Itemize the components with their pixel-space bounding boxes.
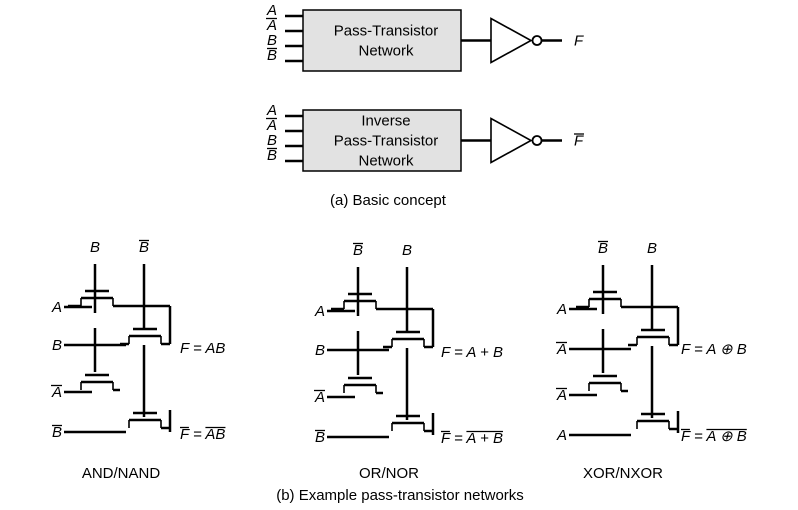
- transistor-3: [588, 374, 622, 391]
- network-label-line: Pass-Transistor: [334, 23, 438, 40]
- rail-label: B: [139, 239, 149, 256]
- output-f-label: F = AB: [180, 340, 225, 357]
- gate-b-bottom-label: B: [315, 429, 325, 446]
- gate-a-bottom-label: A: [556, 387, 567, 404]
- transistor-2: [391, 330, 425, 347]
- rail-label: B: [598, 240, 608, 257]
- transistor-3: [80, 373, 114, 390]
- network-input-label: A: [266, 2, 277, 19]
- rail-label: B: [353, 242, 363, 259]
- inverse-label-line: Inverse: [361, 113, 410, 130]
- output-fbar-label: F = A + B: [441, 430, 503, 447]
- transistor-4: [636, 412, 670, 429]
- network-input-label: B: [267, 47, 277, 64]
- gate-b-bottom-label: B: [52, 424, 62, 441]
- network-box: [302, 9, 462, 72]
- network-title: XOR/NXOR: [583, 465, 663, 482]
- transistor-1: [80, 289, 114, 306]
- rail-label: B: [647, 240, 657, 257]
- gate-b-bottom-label: A: [556, 427, 567, 444]
- network-output-label: F: [574, 33, 584, 50]
- inverse-output-label: F: [574, 133, 584, 150]
- transistor-2: [636, 328, 670, 345]
- transistor-4: [128, 411, 162, 428]
- network-input-label: A: [266, 17, 277, 34]
- output-f-label: F = A ⊕ B: [681, 341, 747, 358]
- transistor-2: [128, 327, 162, 344]
- gate-b-top-label: B: [315, 342, 325, 359]
- network-title: OR/NOR: [359, 465, 419, 482]
- inverse-input-label: A: [266, 102, 277, 119]
- inverse-input-label: A: [266, 117, 277, 134]
- output-fbar-label: F = AB: [180, 426, 225, 443]
- example-networks: B B A B A B F = AB F = AB AND/NAND B B A B A B F = A + …: [51, 239, 747, 482]
- network-2: B B A B A B F = A + B F = A + B OR/NOR: [314, 242, 503, 482]
- network-1: B B A B A B F = AB F = AB AND/NAND: [51, 239, 226, 482]
- gate-a-top-label: A: [51, 299, 62, 316]
- gate-b-top-label: A: [556, 341, 567, 358]
- caption-basic-concept: (a) Basic concept: [330, 192, 447, 209]
- network-3: B B A A A A F = A ⊕ B F = A ⊕ B XOR/NXOR: [556, 240, 747, 482]
- gate-a-top-label: A: [314, 303, 325, 320]
- gate-a-top-label: A: [556, 301, 567, 318]
- network-title: AND/NAND: [82, 465, 161, 482]
- rail-label: B: [90, 239, 100, 256]
- inverter-bubble-icon: [531, 35, 543, 46]
- inverse-label-line: Network: [358, 153, 414, 170]
- inverse-input-label: B: [267, 132, 277, 149]
- transistor-4: [391, 414, 425, 431]
- transistor-1: [343, 292, 377, 309]
- inverter-icon: [490, 17, 533, 64]
- inverter-bubble-icon: [531, 135, 543, 146]
- rail-label: B: [402, 242, 412, 259]
- inverse-label-line: Pass-Transistor: [334, 133, 438, 150]
- basic-concept-diagram: Pass-TransistorNetworkAABBFInversePass-T…: [266, 2, 584, 172]
- gate-a-bottom-label: A: [314, 389, 325, 406]
- inverse-input-label: B: [267, 147, 277, 164]
- caption-example-networks: (b) Example pass-transistor networks: [276, 487, 524, 504]
- output-fbar-label: F = A ⊕ B: [681, 428, 747, 445]
- network-label-line: Network: [358, 43, 414, 60]
- transistor-1: [588, 290, 622, 307]
- gate-b-top-label: B: [52, 337, 62, 354]
- output-f-label: F = A + B: [441, 344, 503, 361]
- network-input-label: B: [267, 32, 277, 49]
- gate-a-bottom-label: A: [51, 384, 62, 401]
- transistor-3: [343, 376, 377, 393]
- inverter-icon: [490, 117, 533, 164]
